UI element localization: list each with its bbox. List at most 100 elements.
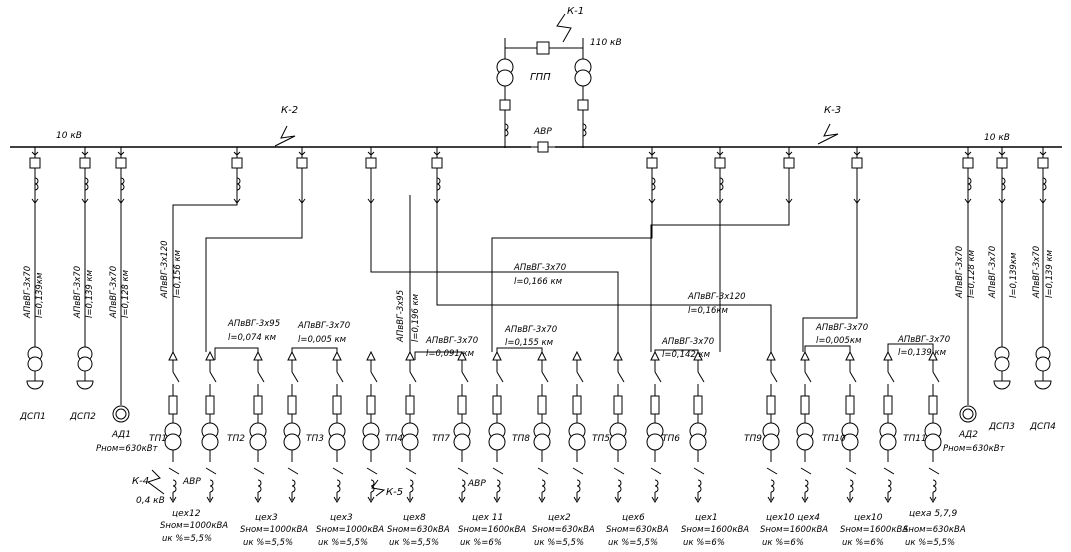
lv-breaker[interactable] (693, 467, 705, 475)
feeder-breaker[interactable] (29, 157, 41, 169)
cable-length: l=0,166 км (514, 277, 563, 287)
cable-length: l=0,128 км (121, 269, 131, 318)
fault-label: К-1 (567, 6, 584, 17)
lv-breaker[interactable] (457, 467, 469, 475)
workshop-power: Sном=630кВА (903, 525, 966, 535)
feeder-breaker[interactable] (714, 157, 726, 169)
lv-breaker[interactable] (800, 467, 812, 475)
cable-length: l=0,156 км (173, 249, 183, 298)
transformer-icon (924, 433, 942, 451)
gpp-transformer-1 (496, 69, 514, 87)
feeder-cell (79, 147, 91, 204)
lv-breaker[interactable] (253, 467, 265, 475)
lv-breaker[interactable] (287, 467, 299, 475)
feeder-breaker[interactable] (365, 157, 377, 169)
disconnector[interactable] (932, 371, 940, 383)
disconnector[interactable] (409, 371, 417, 383)
cable-label: АПвВГ-3х95 (396, 290, 406, 343)
disconnector[interactable] (291, 371, 299, 383)
lv-breaker[interactable] (492, 467, 504, 475)
disconnector[interactable] (172, 371, 180, 383)
hv-breaker[interactable] (536, 41, 550, 55)
fuse-icon (572, 395, 582, 415)
fuse-icon (366, 395, 376, 415)
lv-breaker[interactable] (537, 467, 549, 475)
cable-label: АПвВГ-3х70 (988, 246, 998, 299)
fuse-icon (650, 395, 660, 415)
tp-section (879, 350, 897, 503)
avr-sectional-breaker[interactable] (537, 141, 549, 153)
feeder-breaker[interactable] (1037, 157, 1049, 169)
load-label: АД2 (958, 430, 978, 440)
disconnector[interactable] (257, 371, 265, 383)
load-label: АД1 (111, 430, 131, 440)
fuse-icon (693, 395, 703, 415)
feeder-breaker[interactable] (851, 157, 863, 169)
lv-breaker[interactable] (650, 467, 662, 475)
lv-breaker[interactable] (168, 467, 180, 475)
feeder-breaker[interactable] (962, 157, 974, 169)
disconnector[interactable] (697, 371, 705, 383)
cable-end-icon (650, 350, 660, 361)
cable-length: l=0,16км (688, 306, 729, 316)
workshop-uk: uк %=6% (842, 538, 884, 548)
feeder-cell (714, 147, 726, 204)
lv-breaker[interactable] (766, 467, 778, 475)
disconnector[interactable] (541, 371, 549, 383)
feeder-breaker[interactable] (115, 157, 127, 169)
cable-end-icon (287, 350, 297, 361)
fuse-icon (613, 395, 623, 415)
lv-breaker[interactable] (405, 467, 417, 475)
transformer-icon (533, 433, 551, 451)
disconnector[interactable] (654, 371, 662, 383)
transformer-icon (879, 433, 897, 451)
feeder-breaker[interactable] (783, 157, 795, 169)
lv-breaker[interactable] (572, 467, 584, 475)
cable-label: АПвВГ-3х70 (815, 323, 868, 333)
cable-end-icon (572, 350, 582, 361)
disconnector[interactable] (336, 371, 344, 383)
feeder-breaker[interactable] (646, 157, 658, 169)
disconnector[interactable] (461, 371, 469, 383)
cable-label: АПвВГ-3х70 (297, 321, 350, 331)
cable-label: АПвВГ-3х70 (897, 335, 950, 345)
load-power: Рном=630кВт (943, 444, 1006, 454)
disconnector[interactable] (576, 371, 584, 383)
transformer-icon (328, 433, 346, 451)
feeder-breaker[interactable] (431, 157, 443, 169)
tp-section (646, 350, 664, 503)
fuse-icon (766, 395, 776, 415)
lv-breaker[interactable] (366, 467, 378, 475)
workshop-name: цех8 (403, 513, 426, 523)
disconnector[interactable] (209, 371, 217, 383)
disconnector[interactable] (849, 371, 857, 383)
lv-breaker[interactable] (928, 467, 940, 475)
fault-k3-icon (817, 123, 839, 145)
feeder-breaker[interactable] (296, 157, 308, 169)
lv-breaker[interactable] (613, 467, 625, 475)
feeder-breaker[interactable] (996, 157, 1008, 169)
disconnector[interactable] (804, 371, 812, 383)
workshop-uk: uк %=5,5% (905, 538, 955, 548)
disconnector[interactable] (370, 371, 378, 383)
disconnector[interactable] (770, 371, 778, 383)
lv-breaker[interactable] (883, 467, 895, 475)
disconnector[interactable] (887, 371, 895, 383)
lv-breaker[interactable] (332, 467, 344, 475)
feeder-breaker[interactable] (231, 157, 243, 169)
disconnector[interactable] (496, 371, 504, 383)
lv-breaker[interactable] (205, 467, 217, 475)
workshop-power: Sном=630кВА (387, 525, 450, 535)
lv-breaker[interactable] (845, 467, 857, 475)
disconnector[interactable] (617, 371, 625, 383)
workshop-name: цех 11 (472, 513, 503, 523)
workshop-power: Sном=1600кВА (458, 525, 526, 535)
fuse-icon (253, 395, 263, 415)
feeder-breaker[interactable] (79, 157, 91, 169)
